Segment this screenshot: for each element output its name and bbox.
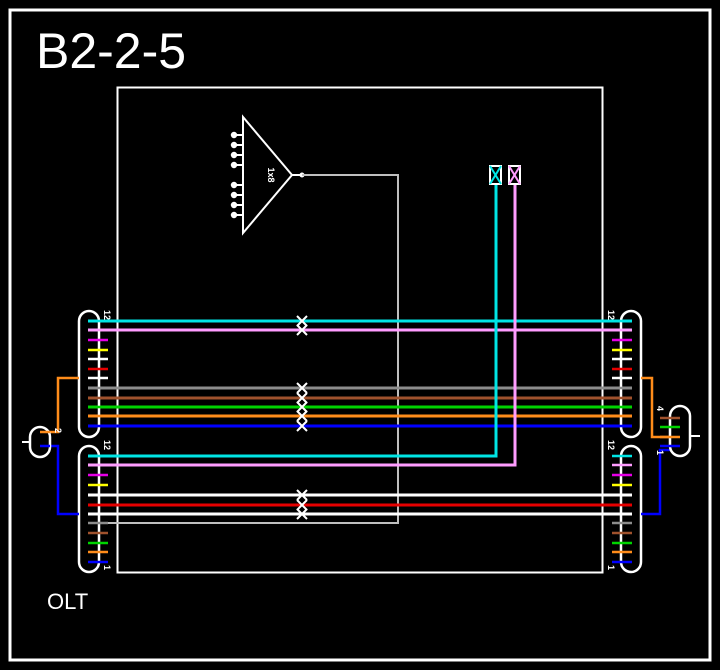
port-label-1-right-lower: 1 bbox=[606, 565, 616, 570]
fiber-rose-to-connector bbox=[88, 176, 517, 467]
splitter-input-fiber bbox=[88, 174, 399, 524]
port-label-1-lower: 1 bbox=[102, 565, 112, 570]
drop-port-label-4: 4 bbox=[655, 406, 665, 411]
port-label-12: 12 bbox=[102, 310, 112, 320]
port-label-12-right: 12 bbox=[606, 310, 616, 320]
fiber-aqua-to-connector bbox=[88, 176, 498, 458]
right-upper-cable: 12 bbox=[606, 309, 643, 439]
outer-frame bbox=[8, 8, 712, 662]
splitter-label: 1x8 bbox=[266, 167, 276, 182]
port-label-12-lower: 12 bbox=[102, 440, 112, 450]
drop-port-label-1: 1 bbox=[655, 450, 665, 455]
splitter-1x8: 1x8 bbox=[230, 114, 305, 236]
splitter-output-ports bbox=[230, 131, 243, 219]
olt-label: OLT bbox=[47, 589, 88, 614]
left-drop-cable: 2 bbox=[22, 376, 79, 516]
right-drop-cable: 4 1 bbox=[641, 376, 700, 516]
right-lower-cable: 12 1 bbox=[606, 440, 643, 574]
left-lower-cable: 12 1 bbox=[77, 440, 112, 574]
splice-marks bbox=[296, 315, 308, 520]
left-upper-cable: 12 bbox=[77, 309, 112, 439]
port-label-12-right-lower: 12 bbox=[606, 440, 616, 450]
fiber-lines bbox=[88, 176, 632, 516]
connector-pair bbox=[489, 165, 521, 185]
drop-port-label-2: 2 bbox=[53, 428, 63, 433]
diagram-title: B2-2-5 bbox=[36, 23, 186, 79]
